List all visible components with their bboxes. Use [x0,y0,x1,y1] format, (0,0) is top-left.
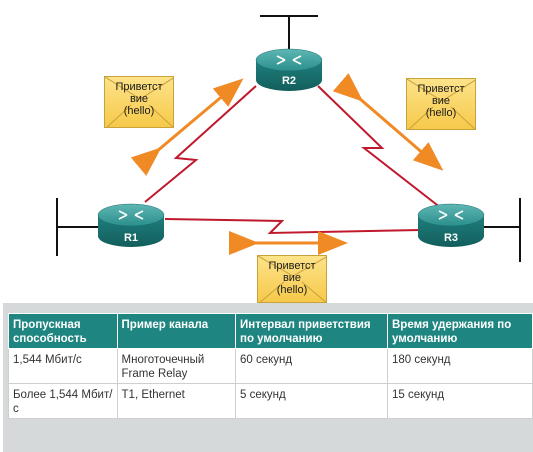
router-icon [276,55,302,65]
table-cell: Более 1,544 Мбит/с [8,383,118,419]
router-r2: R2 [255,48,323,91]
table-cell: 15 секунд [387,383,533,419]
lan-segment-r3 [477,198,521,262]
hello-label: Приветст вие (hello) [417,83,465,119]
lan-segment-r1 [56,198,98,256]
router-label: R3 [444,232,458,244]
hello-envelope-bottom: Приветст вие (hello) [257,255,327,303]
envelope-icon [258,256,326,302]
column-header: Пропускная способность [8,313,118,349]
hello-timers-table: Пропускная способность Пример канала Инт… [8,313,533,419]
table-cell: 5 секунд [235,383,388,419]
router-r1: R1 [97,203,165,247]
table-header-row: Пропускная способность Пример канала Инт… [8,313,533,349]
router-label: R1 [124,232,138,244]
table-row: Более 1,544 Мбит/с T1, Ethernet 5 секунд… [8,383,533,419]
hello-label: Приветст вие (hello) [268,260,316,296]
table-cell: Многоточечный Frame Relay [116,348,237,384]
table-cell: 1,544 Мбит/с [8,348,118,384]
router-r3: R3 [417,203,485,247]
router-icon [438,210,464,220]
table-row: 1,544 Мбит/с Многоточечный Frame Relay 6… [8,348,533,384]
hello-arrow-r1-r2 [130,78,244,176]
table-cell: T1, Ethernet [116,383,237,419]
router-label: R2 [282,75,296,87]
hello-arrow-r2-r3 [332,73,444,171]
column-header: Время удержания по умолчанию [387,313,533,349]
network-diagram: R2 R1 R3 [56,15,521,262]
column-header: Пример канала [116,313,237,349]
lan-segment-r2 [260,15,318,52]
hello-timers-panel: Пропускная способность Пример канала Инт… [3,303,533,452]
hello-envelope-right: Приветст вие (hello) [406,78,476,130]
hello-envelope-left: Приветст вие (hello) [104,76,174,128]
hello-label: Приветст вие (hello) [115,81,163,117]
router-icon [118,210,144,220]
table-cell: 180 секунд [387,348,533,384]
column-header: Интервал приветствия по умолчанию [235,313,388,349]
envelope-icon [407,79,475,129]
envelope-icon [105,77,173,127]
link-r1-r3 [164,218,421,235]
table-cell: 60 секунд [235,348,388,384]
